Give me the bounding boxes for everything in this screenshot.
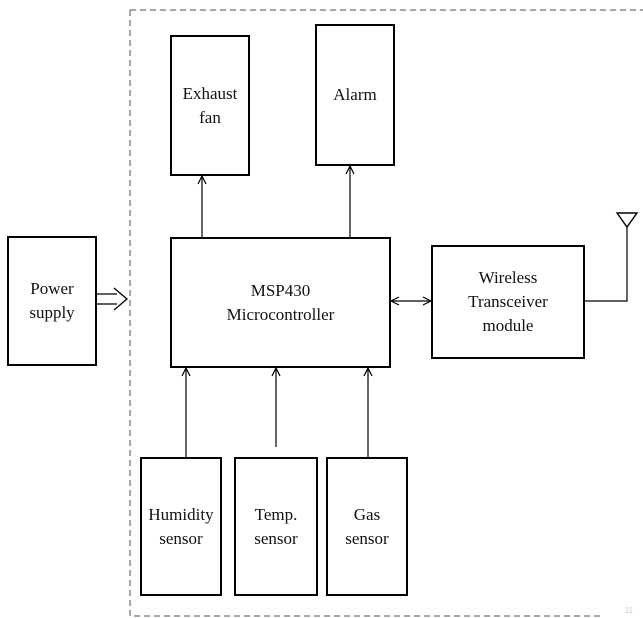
wireless-transceiver-block: Wireless Transceiver module bbox=[431, 245, 585, 359]
gas-sensor-block: Gas sensor bbox=[326, 457, 408, 596]
temp-sensor-block: Temp. sensor bbox=[234, 457, 318, 596]
alarm-block: Alarm bbox=[315, 24, 395, 166]
gas-sensor-label: Gas sensor bbox=[345, 504, 389, 548]
power-supply-label: Power supply bbox=[29, 279, 75, 322]
antenna-icon bbox=[615, 212, 639, 229]
antenna-feedline bbox=[585, 227, 628, 302]
power-supply-block: Power supply bbox=[7, 236, 97, 366]
power-supply-arrow bbox=[97, 287, 129, 311]
system-boundary bbox=[129, 9, 643, 617]
wireless-transceiver-label: Wireless Transceiver module bbox=[468, 268, 548, 335]
microcontroller-block: MSP430 Microcontroller bbox=[170, 237, 391, 368]
humidity-sensor-block: Humidity sensor bbox=[140, 457, 222, 596]
microcontroller-label: MSP430 Microcontroller bbox=[226, 280, 335, 324]
exhaust-fan-label: Exhaust fan bbox=[182, 83, 238, 127]
exhaust-fan-block: Exhaust fan bbox=[170, 35, 250, 176]
alarm-label: Alarm bbox=[333, 85, 377, 104]
humidity-sensor-label: Humidity sensor bbox=[148, 504, 214, 548]
temp-sensor-label: Temp. sensor bbox=[254, 504, 298, 548]
page-number: 11 bbox=[624, 606, 633, 615]
